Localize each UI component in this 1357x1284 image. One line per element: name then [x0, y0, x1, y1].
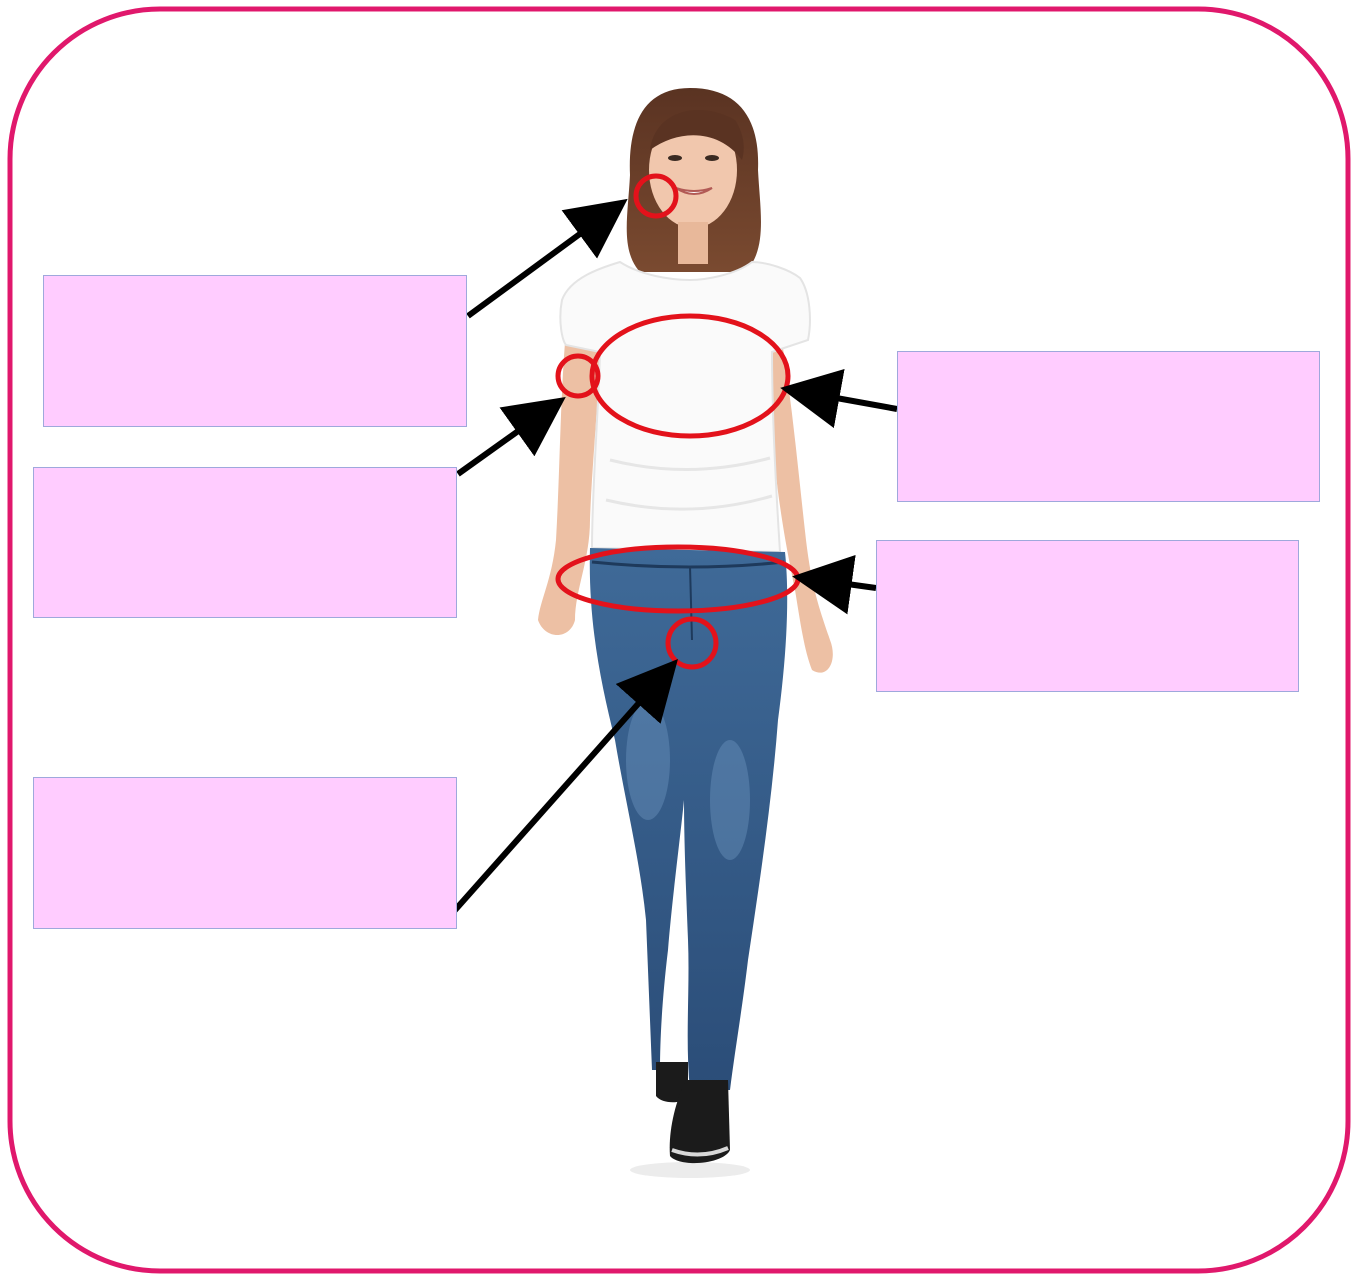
label-box-waist[interactable]: [876, 540, 1299, 692]
label-box-upper-arm[interactable]: [33, 467, 457, 618]
label-box-cheek[interactable]: [43, 275, 467, 427]
label-box-chest[interactable]: [897, 351, 1320, 502]
label-box-crotch[interactable]: [33, 777, 457, 929]
